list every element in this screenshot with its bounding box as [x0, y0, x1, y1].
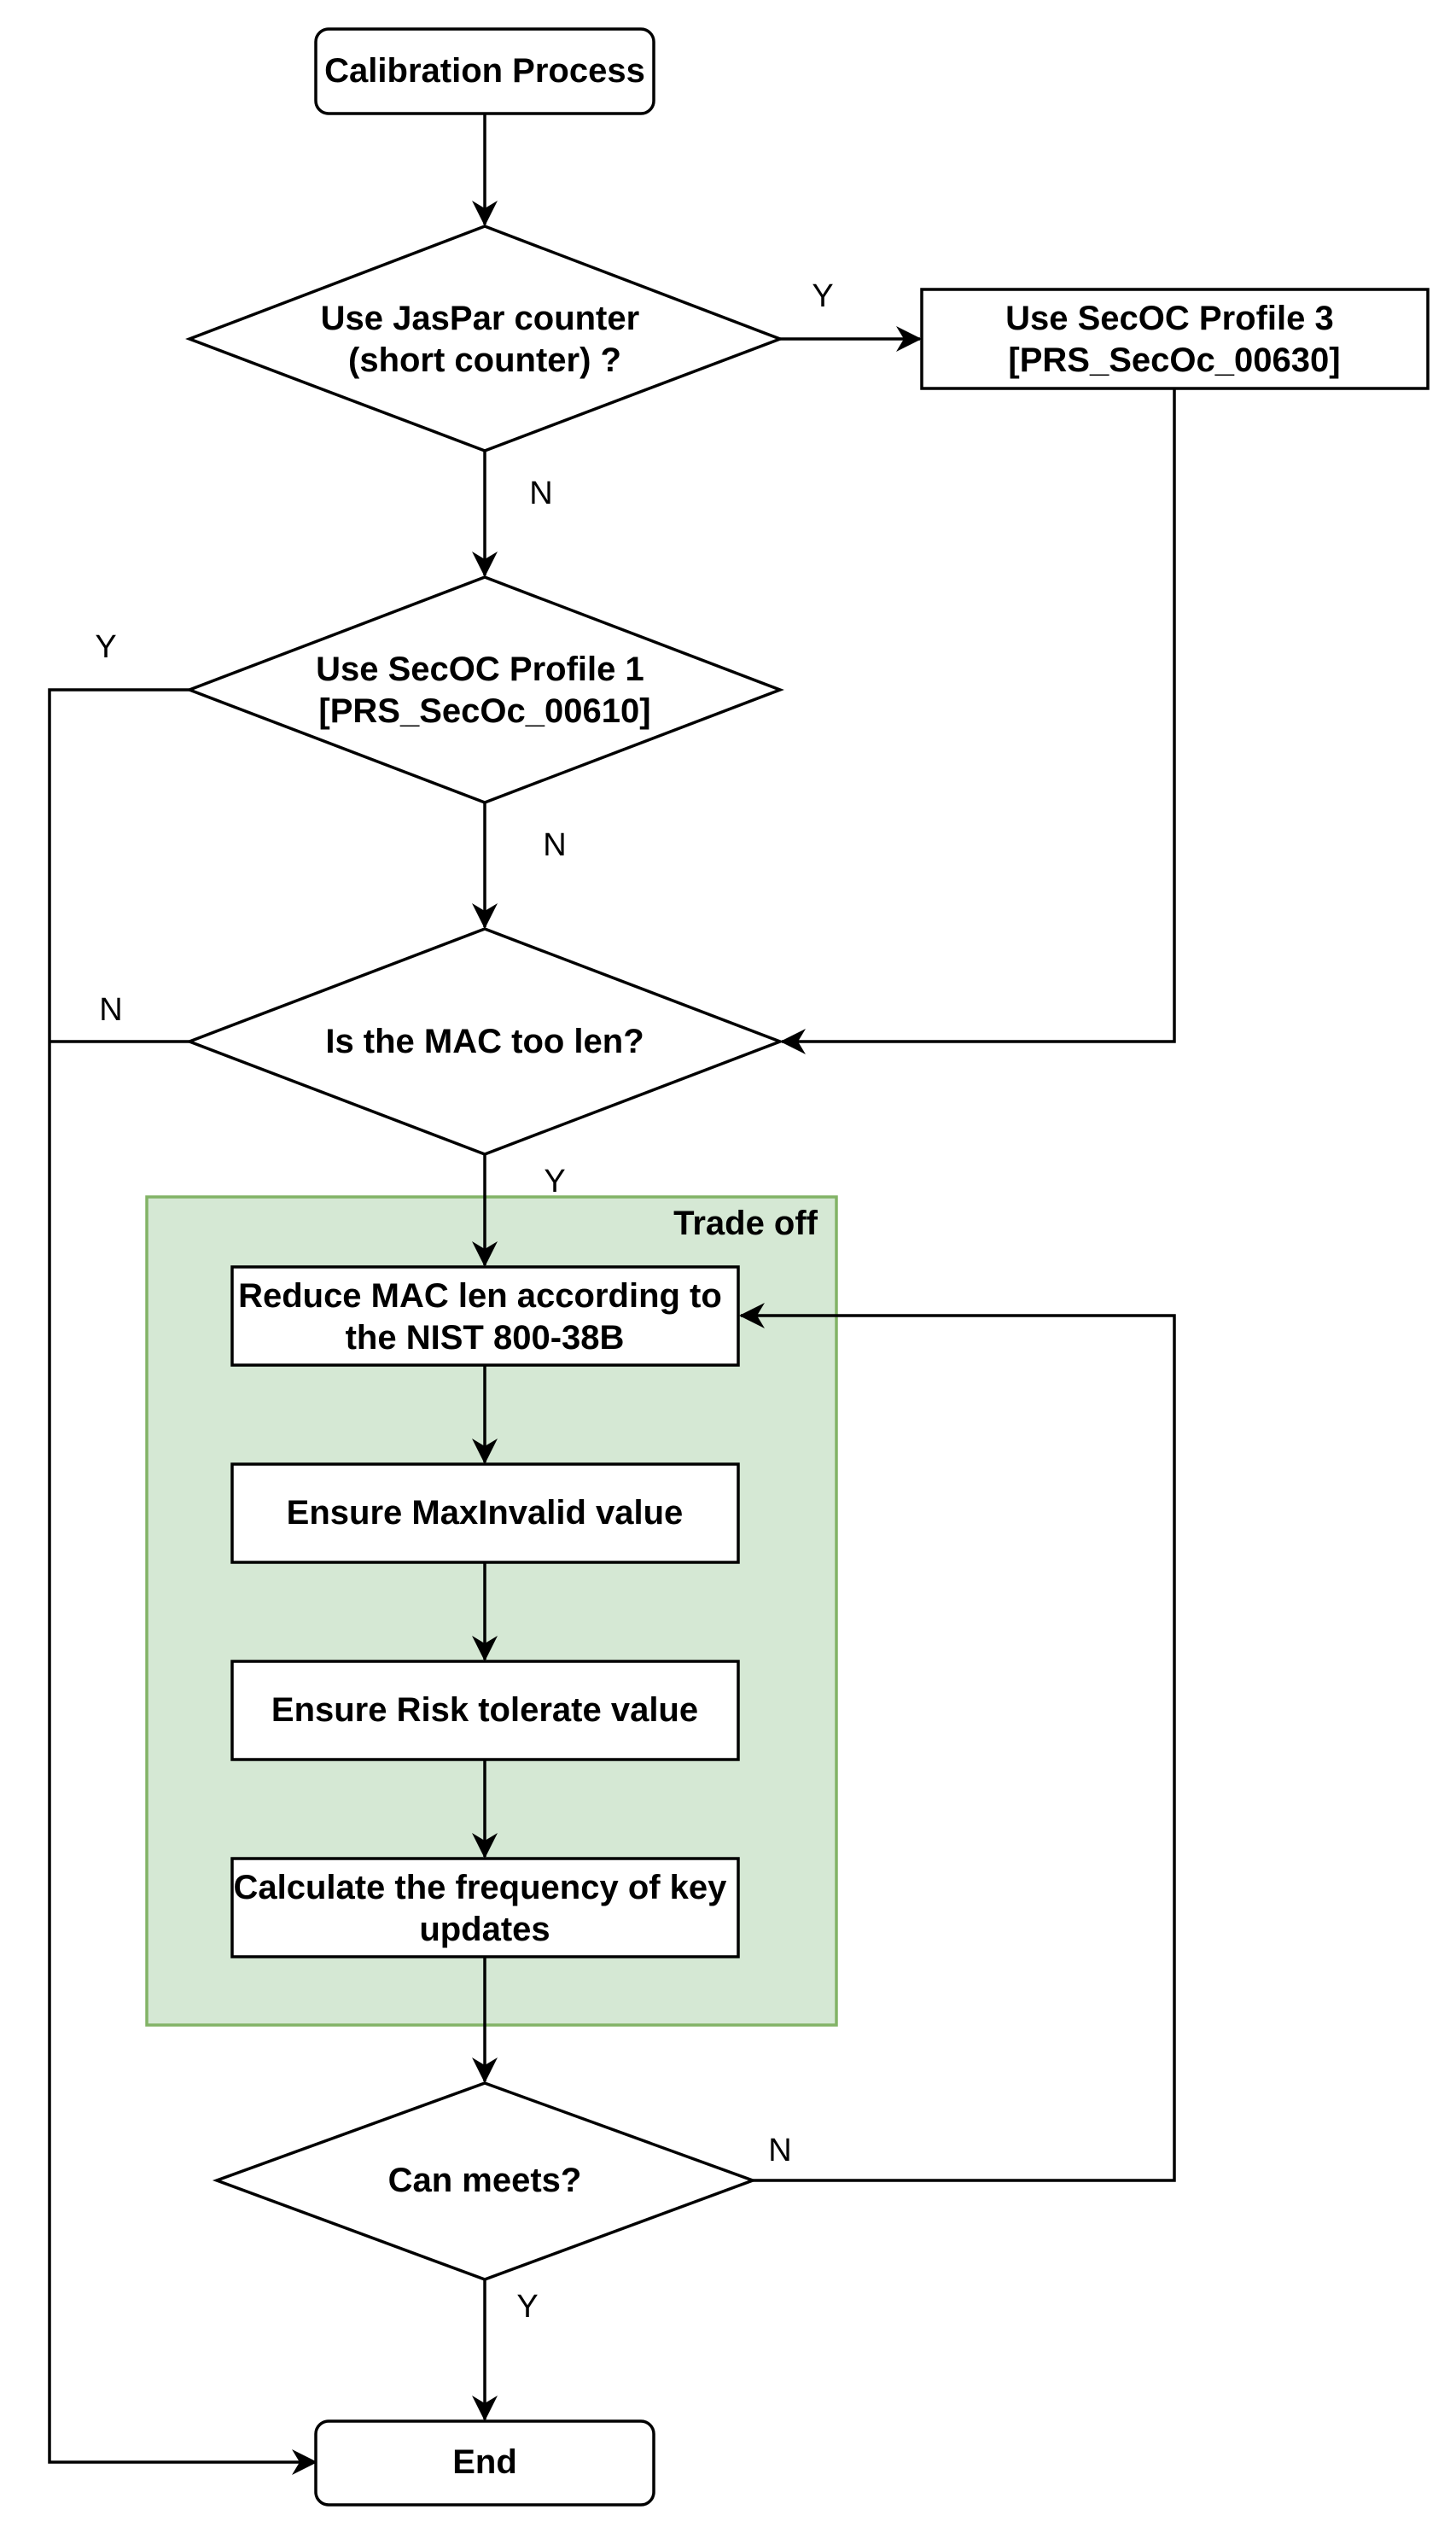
- node-ensure-maxinvalid-label: Ensure MaxInvalid value: [287, 1494, 684, 1532]
- node-decision-meets-label: Can meets?: [388, 2162, 582, 2199]
- edge-label-profile1-no: N: [543, 827, 566, 863]
- node-ensure-risk: Ensure Risk tolerate value: [230, 1660, 740, 1761]
- node-end-label: End: [452, 2443, 517, 2481]
- edge-profile3-to-mac: [780, 388, 1176, 1054]
- edge-label-profile1-yes: Y: [95, 629, 116, 665]
- node-decision-profile1-label: Use SecOC Profile 1 [PRS_SecOc_00610]: [316, 651, 654, 730]
- edge-profile1-to-end: [48, 688, 317, 2475]
- edge-label-meets-yes: Y: [516, 2289, 538, 2325]
- node-reduce-mac-label: Reduce MAC len according to the NIST 800…: [238, 1277, 731, 1357]
- node-ensure-maxinvalid: Ensure MaxInvalid value: [230, 1462, 740, 1564]
- node-start-label: Calibration Process: [324, 52, 645, 90]
- node-reduce-mac: Reduce MAC len according to the NIST 800…: [230, 1265, 740, 1367]
- node-start: Calibration Process: [314, 27, 655, 115]
- node-decision-jaspar: Use JasPar counter (short counter) ?: [185, 225, 784, 452]
- node-end: End: [314, 2419, 655, 2507]
- node-ensure-risk-label: Ensure Risk tolerate value: [271, 1691, 698, 1729]
- edges: [48, 114, 1176, 2475]
- trade-off-group-label: Trade off: [673, 1205, 818, 1242]
- edge-label-jaspar-yes: Y: [812, 278, 833, 314]
- node-profile3-label: Use SecOC Profile 3 [PRS_SecOc_00630]: [1005, 300, 1343, 379]
- node-decision-mac: Is the MAC too len?: [185, 927, 784, 1156]
- node-decision-jaspar-label: Use JasPar counter (short counter) ?: [321, 300, 649, 379]
- node-decision-profile1: Use SecOC Profile 1 [PRS_SecOc_00610]: [185, 575, 784, 804]
- edge-label-meets-no: N: [768, 2133, 791, 2168]
- edge-meets-to-reduce: [739, 1303, 1176, 2182]
- node-profile3: Use SecOC Profile 3 [PRS_SecOc_00630]: [920, 288, 1430, 390]
- edge-label-mac-no: N: [99, 992, 122, 1028]
- edge-labels: Y N Y N N Y N Y: [95, 278, 833, 2325]
- node-calc-frequency-label: Calculate the frequency of key updates: [233, 1869, 736, 1948]
- node-decision-mac-label: Is the MAC too len?: [325, 1023, 644, 1060]
- node-decision-meets: Can meets?: [212, 2081, 758, 2281]
- node-calc-frequency: Calculate the frequency of key updates: [230, 1857, 740, 1958]
- edge-label-mac-yes: Y: [544, 1164, 565, 1199]
- edge-label-jaspar-no: N: [529, 476, 552, 511]
